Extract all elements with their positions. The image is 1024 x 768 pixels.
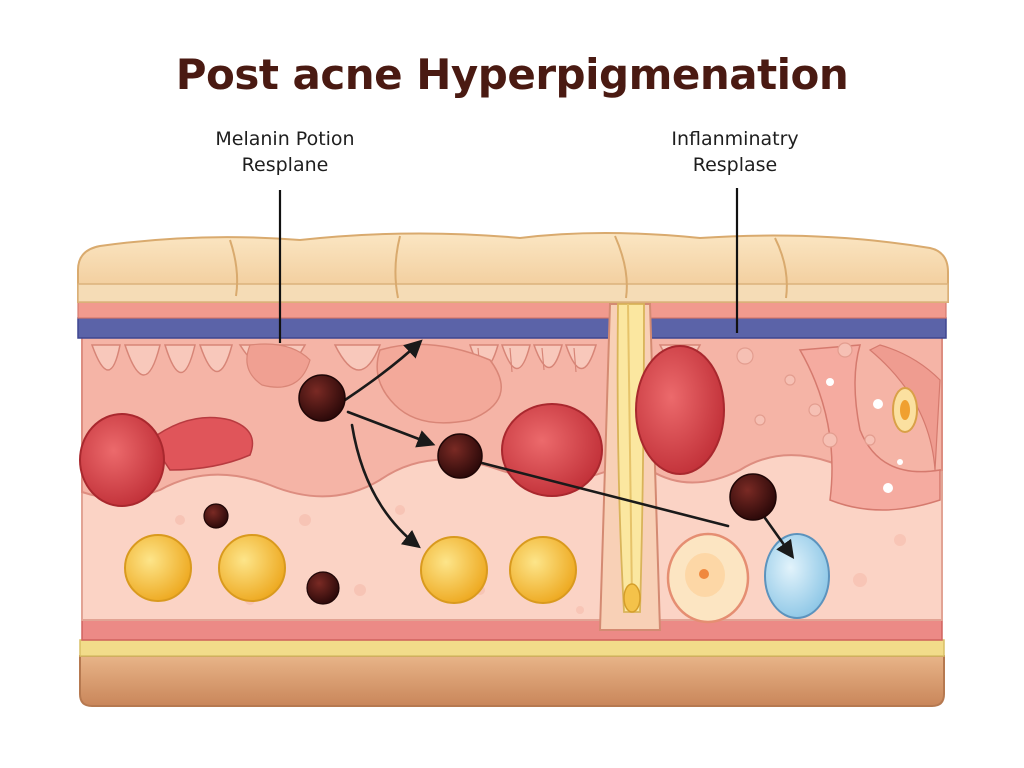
hair-follicle [598,303,662,631]
label-left-line2: Resplane [241,154,329,176]
label-right-line2: Resplase [692,154,778,176]
fat-cell-1 [124,534,192,602]
corneum-divisions [229,235,788,299]
yellow-band [79,639,945,657]
corneum-band [77,283,949,303]
fat-cell-3 [420,536,488,604]
arrow-up [343,339,423,402]
melanin-granule-right [729,473,777,521]
pink-sublayer [77,301,947,319]
label-melanin-potion: Melanin Potion Resplane [170,126,400,178]
label-right-line1: Inflanminatry [671,128,799,150]
arrows [343,339,795,559]
red-cell-right [635,345,725,475]
white-specks [826,378,903,493]
arrow-to-blue-cell [763,516,795,559]
label-left-line1: Melanin Potion [215,128,355,150]
inflammatory-dots [736,342,876,448]
melanin-granule-small-1 [203,503,229,529]
arrow-right [346,410,436,448]
basal-blue-layer [77,317,947,339]
nucleated-cell [666,532,750,624]
inflamed-vessel-2 [868,344,941,471]
base-layer [79,655,945,707]
blood-vessel [148,416,254,471]
melanin-granule-middle [437,433,483,479]
pink-band [81,617,943,641]
blue-cell [764,533,830,619]
fat-cell-2 [218,534,286,602]
epidermal-pocket-2 [246,343,311,388]
label-inflammatory: Inflanminatry Resplase [615,126,855,178]
red-cell-left [79,413,165,507]
arrow-down [350,423,421,549]
dermal-dots [175,505,906,614]
epidermal-pocket [376,343,502,424]
red-cell-middle [501,403,603,497]
fat-cell-4 [509,536,577,604]
melanin-granule-small-2 [306,571,340,605]
diagram-title: Post acne Hyperpigmenation [175,50,849,99]
melanin-granule-main [298,374,346,422]
arrow-long [476,460,730,528]
